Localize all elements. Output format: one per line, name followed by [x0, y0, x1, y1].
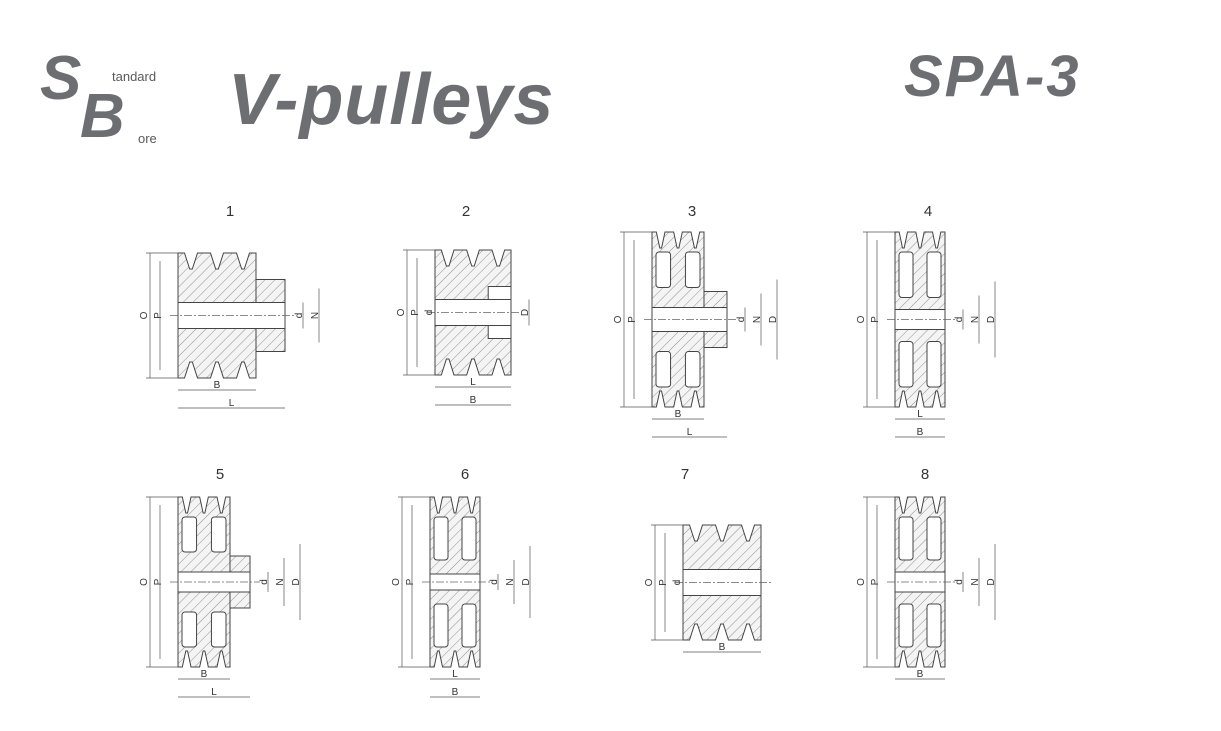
dimension-label: O — [613, 315, 624, 323]
web-void — [210, 516, 227, 553]
dimension-label: N — [505, 578, 516, 585]
dimension-label: P — [153, 312, 164, 319]
dimension-label: N — [752, 316, 763, 323]
page-title: V-pulleys — [228, 60, 555, 140]
product-code: SPA-3 — [904, 44, 1081, 109]
dimension-label: d — [294, 313, 305, 319]
dimension-label: N — [310, 312, 321, 319]
dimension-label: d — [489, 579, 500, 585]
dimension-label: d — [424, 310, 435, 316]
dimension-label: N — [970, 578, 981, 585]
logo-word-standard: tandard — [112, 69, 157, 84]
dimension-label: P — [658, 579, 669, 586]
dimension-label: O — [139, 311, 150, 319]
dimension-label: B — [719, 642, 726, 653]
sb-logo: S tandard B ore — [40, 48, 190, 148]
dimension-label: D — [291, 578, 302, 585]
dimension-label: P — [153, 578, 164, 585]
dimension-label: O — [644, 578, 655, 586]
drawing-number: 6 — [461, 466, 469, 483]
dimension-label: O — [856, 315, 867, 323]
dimension-label: d — [736, 317, 747, 323]
dimension-label: D — [521, 578, 532, 585]
dimension-label: d — [672, 580, 683, 586]
web-void — [181, 516, 198, 553]
dimension-label: L — [229, 398, 235, 409]
web-void — [461, 603, 477, 648]
dimension-label: N — [970, 316, 981, 323]
dimension-label: B — [201, 669, 208, 680]
web-void — [210, 611, 227, 648]
web-void — [181, 611, 198, 648]
web-void — [926, 603, 942, 648]
dimension-label: d — [259, 579, 270, 585]
web-void — [655, 351, 672, 388]
dimension-label: N — [275, 578, 286, 585]
dimension-label: O — [139, 578, 150, 586]
dimension-label: P — [870, 316, 881, 323]
dimension-label: L — [687, 427, 693, 438]
drawing-number: 3 — [688, 203, 696, 220]
dimension-label: L — [452, 669, 458, 680]
web-void — [461, 516, 477, 561]
dimension-label: O — [396, 308, 407, 316]
dimension-label: d — [954, 317, 965, 323]
web-void — [926, 341, 942, 388]
dimension-label: P — [870, 578, 881, 585]
dimension-label: B — [675, 409, 682, 420]
web-void — [926, 516, 942, 561]
web-void — [684, 351, 701, 388]
web-void — [655, 251, 672, 288]
web-void — [898, 516, 914, 561]
dimension-label: B — [917, 427, 924, 438]
dimension-label: D — [520, 309, 531, 316]
drawing-number: 4 — [924, 203, 932, 220]
dimension-label: L — [917, 409, 923, 420]
web-void — [433, 603, 449, 648]
drawing-number: 2 — [462, 203, 470, 220]
web-void — [684, 251, 701, 288]
drawing-number: 5 — [216, 466, 224, 483]
drawing-number: 1 — [226, 203, 234, 220]
dimension-label: D — [986, 316, 997, 323]
web-void — [926, 251, 942, 298]
dimension-label: O — [391, 578, 402, 586]
dimension-label: P — [405, 578, 416, 585]
web-void — [898, 341, 914, 388]
dimension-label: P — [627, 316, 638, 323]
dimension-label: O — [856, 578, 867, 586]
dimension-label: L — [211, 687, 217, 698]
drawing-number: 8 — [921, 466, 929, 483]
drawing-number: 7 — [681, 466, 689, 483]
logo-word-bore: ore — [138, 131, 157, 146]
dimension-label: B — [470, 395, 477, 406]
dimension-label: L — [470, 377, 476, 388]
web-void — [433, 516, 449, 561]
dimension-label: P — [410, 309, 421, 316]
dimension-label: B — [452, 687, 459, 698]
dimension-label: D — [768, 316, 779, 323]
dimension-label: d — [954, 579, 965, 585]
logo-letter-b: B — [80, 82, 125, 151]
dimension-label: D — [986, 578, 997, 585]
web-void — [898, 251, 914, 298]
logo-letter-s: S — [40, 44, 82, 113]
dimension-label: B — [214, 380, 221, 391]
dimension-label: B — [917, 669, 924, 680]
web-void — [898, 603, 914, 648]
